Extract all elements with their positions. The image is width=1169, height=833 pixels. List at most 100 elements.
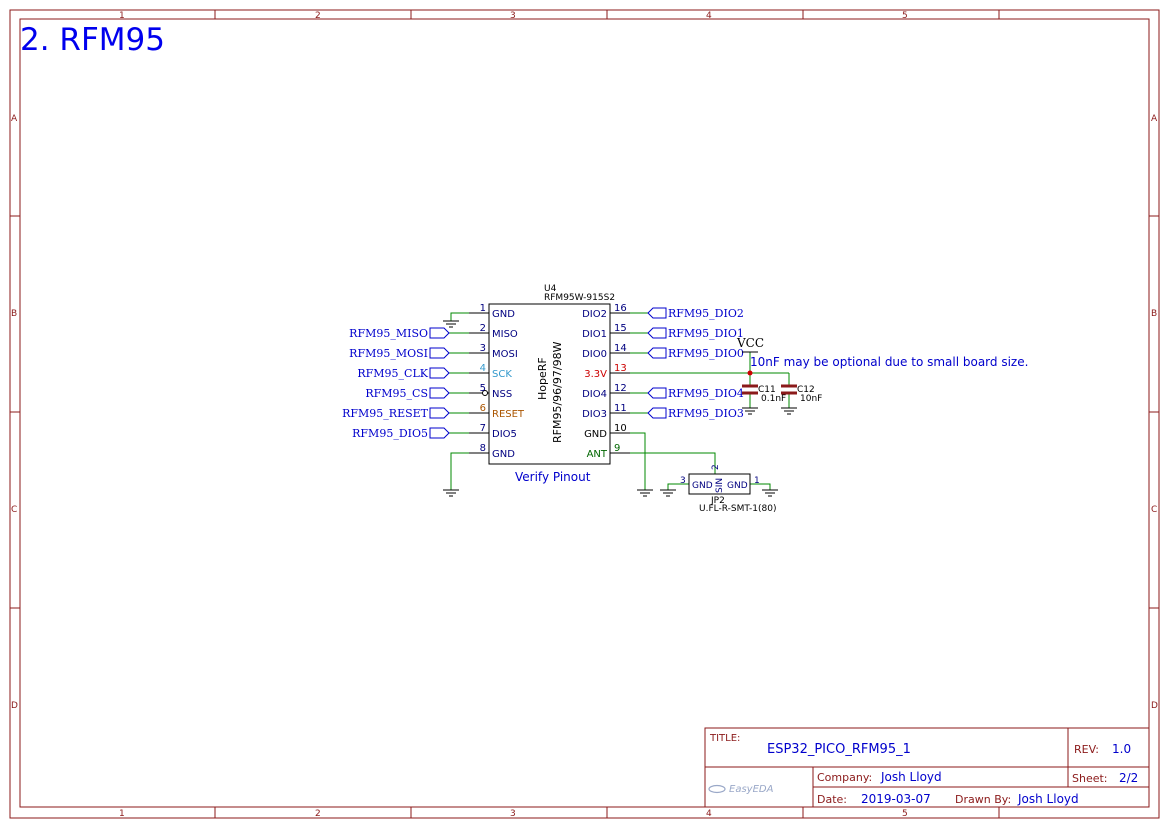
ground-icon: [660, 489, 676, 497]
pin-number: 6: [480, 403, 486, 414]
pin-number: 4: [480, 363, 486, 374]
wires: [449, 312, 790, 490]
connector-pin-top-num: 2: [711, 464, 721, 470]
pin-number: 9: [614, 443, 620, 454]
net-label-dio4: RFM95_DIO4: [668, 387, 744, 400]
pin-name: GND: [492, 309, 515, 320]
pin-name: GND: [584, 429, 607, 440]
pin-name: NSS: [492, 389, 512, 400]
pin-number: 2: [480, 323, 486, 334]
pin-name: DIO4: [582, 389, 607, 400]
net-label-reset: RFM95_RESET: [342, 407, 429, 420]
capacitor-c11[interactable]: C11 0.1nF: [742, 384, 786, 404]
connector-pin-left-num: 3: [680, 476, 686, 486]
connector-body: [688, 473, 751, 495]
pin-number: 16: [614, 303, 627, 314]
col-label-bottom-5: 5: [902, 809, 908, 819]
net-label-clk: RFM95_CLK: [357, 367, 428, 380]
capacitor-c12[interactable]: C12 10nF: [781, 384, 822, 404]
pin-number: 7: [480, 423, 486, 434]
col-label-top-1: 1: [119, 11, 125, 21]
ground-icon: [443, 489, 459, 497]
pin-name: ANT: [587, 449, 608, 460]
component-body-label-2: RFM95/96/97/98W: [551, 341, 564, 443]
ground-icon: [742, 407, 758, 415]
connector-pin-right-num: 1: [754, 476, 760, 486]
vcc-symbol: VCC: [736, 336, 764, 353]
capacitor-ref: C11: [758, 385, 776, 395]
pin-name: DIO1: [582, 329, 607, 340]
row-label-left-b: B: [11, 309, 17, 319]
ground-symbols: [443, 320, 797, 497]
date-value: 2019-03-07: [861, 792, 931, 806]
left-net-labels: RFM95_MISO RFM95_MOSI RFM95_CLK RFM95_CS…: [342, 327, 429, 440]
capacitor-value: 0.1nF: [761, 394, 786, 404]
pin-name: DIO5: [492, 429, 517, 440]
page-title: 2. RFM95: [20, 22, 165, 58]
capacitor-ref: C12: [797, 385, 815, 395]
pin-name: MISO: [492, 329, 518, 340]
row-label-right-c: C: [1151, 505, 1157, 515]
rfm95-component[interactable]: U4 RFM95W-915S2 HopeRF RFM95/96/97/98W V…: [469, 284, 630, 484]
row-label-left-d: D: [11, 701, 18, 711]
pin-number: 15: [614, 323, 627, 334]
title-caption: TITLE:: [709, 733, 740, 744]
easyeda-logo: EasyEDA: [708, 784, 774, 795]
ground-icon: [637, 489, 653, 497]
col-label-top-5: 5: [902, 11, 908, 21]
pin-number: 3: [480, 343, 486, 354]
connector-pin-top-name: SIN: [715, 478, 725, 493]
col-label-top-4: 4: [706, 11, 712, 21]
ground-icon: [762, 489, 778, 497]
connector-pin-right-name: GND: [727, 481, 748, 491]
sheet-frame: [9, 9, 1160, 819]
net-label-dio0: RFM95_DIO0: [668, 347, 744, 360]
net-label-cs: RFM95_CS: [365, 387, 428, 400]
rev-caption: REV:: [1074, 743, 1099, 756]
pin-name: DIO2: [582, 309, 607, 320]
net-label-dio3: RFM95_DIO3: [668, 407, 744, 420]
component-note: Verify Pinout: [515, 470, 591, 484]
company-value: Josh Lloyd: [880, 770, 942, 784]
title-block: TITLE: ESP32_PICO_RFM95_1 REV: 1.0 Compa…: [704, 727, 1150, 808]
connector-part: U.FL-R-SMT-1(80): [699, 504, 776, 514]
pin-number: 10: [614, 423, 627, 434]
pin-name: DIO3: [582, 409, 607, 420]
capacitor-icon: [781, 384, 797, 395]
col-label-bottom-2: 2: [315, 809, 321, 819]
row-label-right-d: D: [1151, 701, 1158, 711]
component-ref: U4: [544, 284, 557, 294]
right-net-flags: [647, 307, 667, 419]
title-value: ESP32_PICO_RFM95_1: [767, 742, 911, 757]
pin-number: 8: [480, 443, 486, 454]
nss-inverted-marker: [482, 390, 488, 396]
rev-value: 1.0: [1112, 742, 1131, 756]
col-label-top-2: 2: [315, 11, 321, 21]
net-label-dio5: RFM95_DIO5: [352, 427, 428, 440]
pin-number: 11: [614, 403, 627, 414]
net-label-mosi: RFM95_MOSI: [349, 347, 428, 360]
capacitor-note: 10nF may be optional due to small board …: [750, 355, 1028, 369]
pin-number: 12: [614, 383, 627, 394]
net-label-miso: RFM95_MISO: [349, 327, 428, 340]
component-body-label-1: HopeRF: [536, 357, 549, 400]
pin-number: 5: [480, 383, 486, 394]
pin-name: 3.3V: [584, 369, 607, 380]
drawn-value: Josh Lloyd: [1017, 792, 1079, 806]
cloud-icon: [708, 784, 726, 794]
sheet-caption: Sheet:: [1072, 772, 1108, 785]
vcc-junction: [747, 370, 753, 376]
connector-ref: JP2: [710, 496, 725, 506]
pin-name: SCK: [492, 369, 512, 380]
col-label-bottom-4: 4: [706, 809, 712, 819]
component-body: [488, 303, 611, 465]
frame-labels: 1 2 3 4 5 1 2 3 4 5 A B C D A B C D: [11, 11, 1158, 819]
component-part: RFM95W-915S2: [544, 293, 615, 303]
pin-number: 1: [480, 303, 486, 314]
pin-name: MOSI: [492, 349, 518, 360]
ufl-connector[interactable]: 3 GND 2 SIN GND 1 JP2 U.FL-R-SMT-1(80): [680, 464, 776, 514]
col-label-top-3: 3: [510, 11, 516, 21]
pin-number: 14: [614, 343, 627, 354]
